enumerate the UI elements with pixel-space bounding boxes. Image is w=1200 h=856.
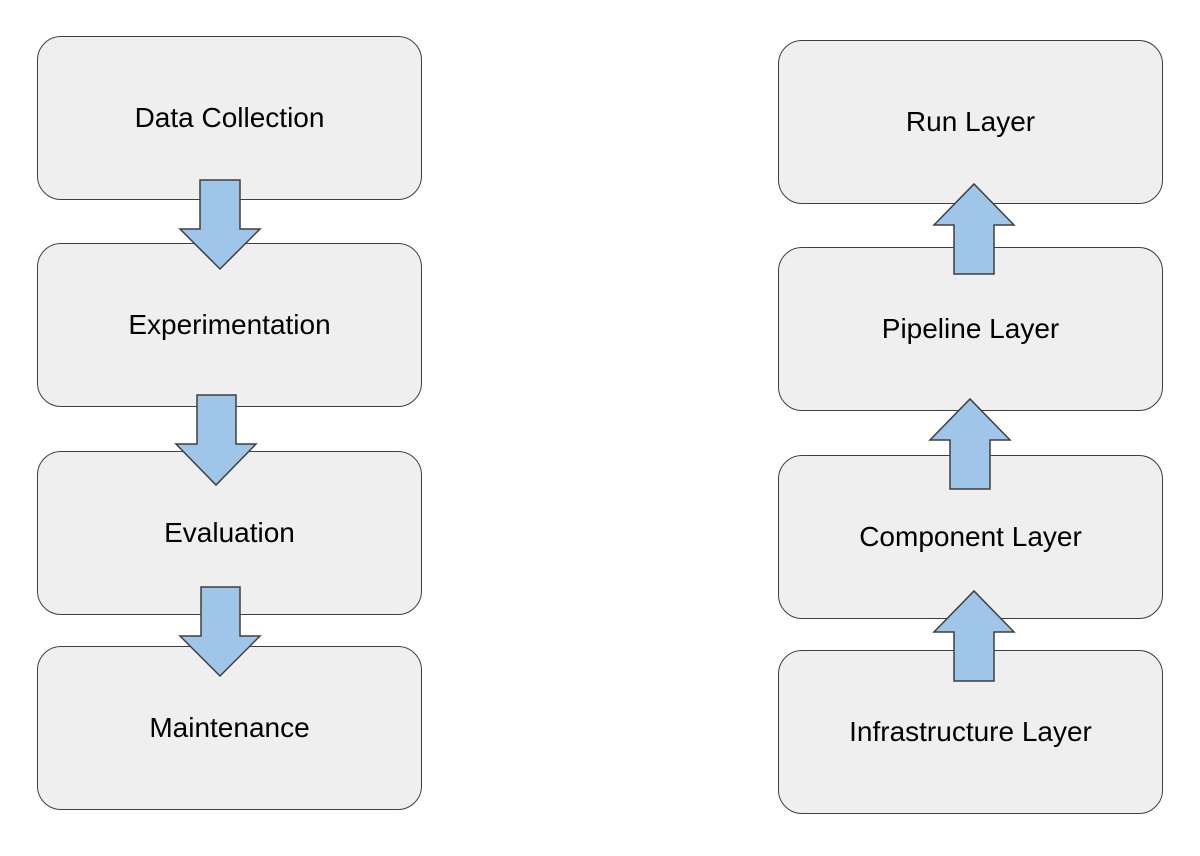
step-data-collection: Data Collection bbox=[37, 36, 422, 200]
layer-infrastructure: Infrastructure Layer bbox=[778, 650, 1163, 814]
layer-pipeline: Pipeline Layer bbox=[778, 247, 1163, 411]
layer-run: Run Layer bbox=[778, 40, 1163, 204]
step-experimentation: Experimentation bbox=[37, 243, 422, 407]
step-maintenance: Maintenance bbox=[37, 646, 422, 810]
layer-component: Component Layer bbox=[778, 455, 1163, 619]
step-evaluation: Evaluation bbox=[37, 451, 422, 615]
